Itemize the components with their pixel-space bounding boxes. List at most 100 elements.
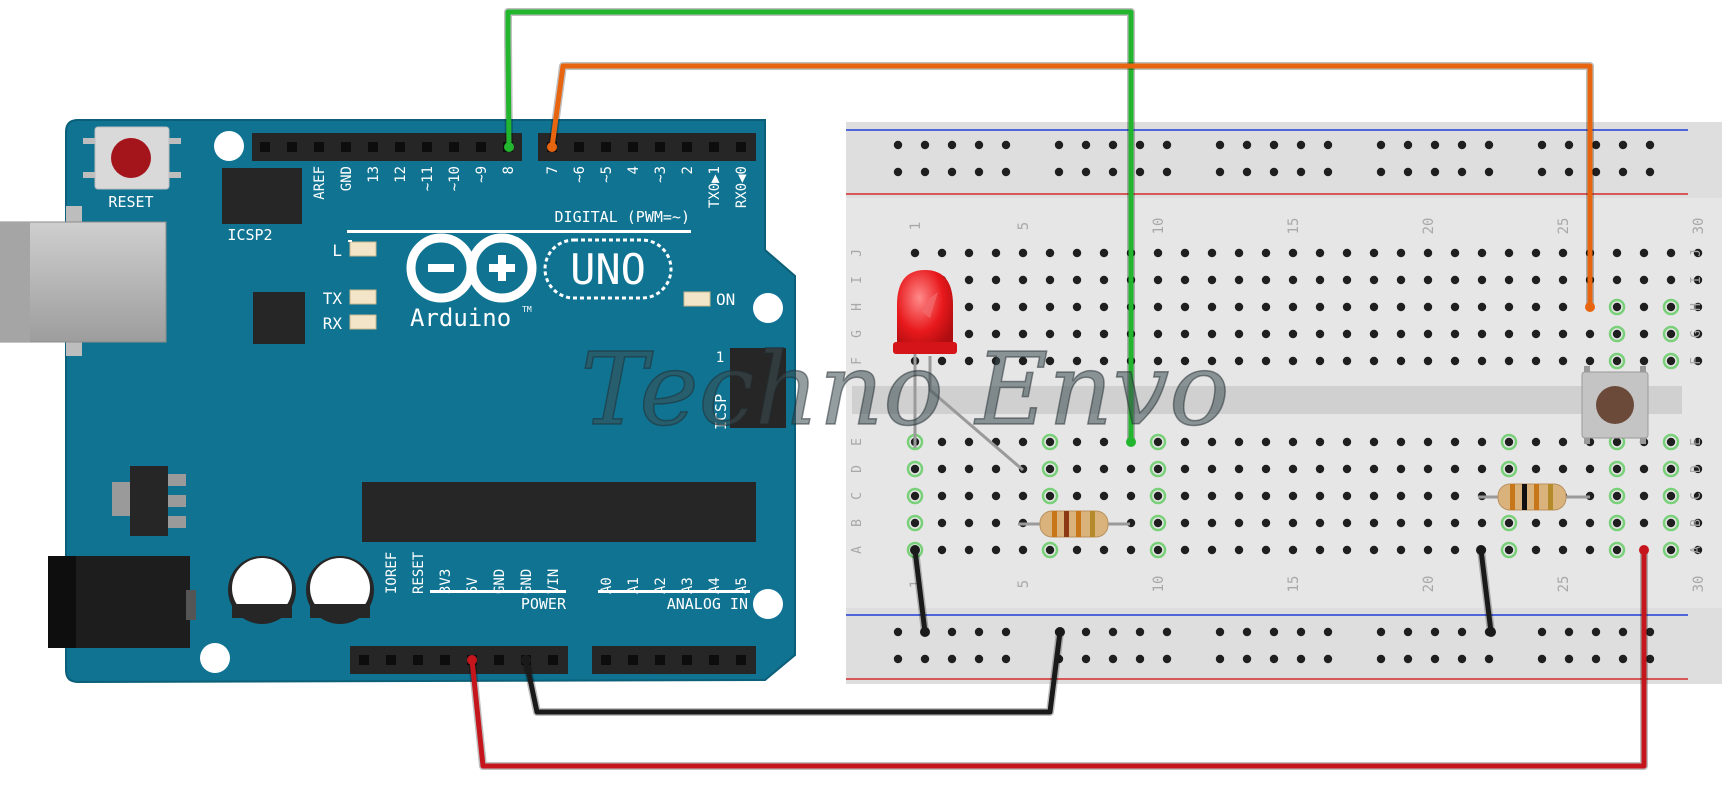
connected-hole [1149, 514, 1167, 532]
breadboard-hole [1207, 491, 1217, 501]
breadboard-hole [1558, 275, 1568, 285]
rail-hole [1618, 627, 1628, 637]
breadboard-hole [1018, 545, 1028, 555]
breadboard-hole [1234, 437, 1244, 447]
breadboard-hole [1288, 545, 1298, 555]
breadboard-hole [964, 329, 974, 339]
header-pin [422, 142, 432, 152]
breadboard-hole [1450, 302, 1460, 312]
breadboard-hole [1477, 302, 1487, 312]
breadboard-hole [1288, 356, 1298, 366]
rail-hole [1108, 654, 1118, 664]
breadboard-hole [1315, 545, 1325, 555]
breadboard-hole [1369, 248, 1379, 258]
header-pin [682, 142, 692, 152]
breadboard-hole [1126, 491, 1136, 501]
rail-hole [1564, 654, 1574, 664]
breadboard-hole [1531, 248, 1541, 258]
rail-hole [1054, 140, 1064, 150]
column-number: 30 [1691, 576, 1707, 593]
breadboard-hole [1450, 329, 1460, 339]
rail-hole [947, 167, 957, 177]
row-letter: I [850, 276, 865, 284]
analog-header [592, 646, 756, 674]
breadboard-hole [1207, 329, 1217, 339]
rail-hole [1457, 140, 1467, 150]
pushbutton[interactable] [1581, 366, 1649, 444]
digital-label: DIGITAL (PWM=~) [555, 208, 690, 226]
breadboard-hole [1666, 545, 1676, 555]
breadboard-hole [1450, 356, 1460, 366]
breadboard-hole [1693, 545, 1703, 555]
rail-hole [1618, 167, 1628, 177]
breadboard-hole [1045, 545, 1055, 555]
pin-label: A4 [707, 577, 723, 594]
breadboard-hole [1099, 491, 1109, 501]
rail-hole [1645, 627, 1655, 637]
breadboard-hole [1234, 518, 1244, 528]
breadboard-hole [1342, 248, 1352, 258]
header-pin [601, 655, 611, 665]
breadboard-hole [1072, 248, 1082, 258]
icsp-pin1-label: 1 [716, 350, 724, 366]
connected-hole [1149, 460, 1167, 478]
breadboard-hole [1666, 491, 1676, 501]
pin-8-wire-end [504, 142, 514, 152]
row-letter: E [850, 438, 865, 446]
breadboard-hole [1018, 356, 1028, 366]
row-letter: G [850, 330, 865, 338]
breadboard-hole [1693, 275, 1703, 285]
gnd-rail-wire-left [912, 547, 928, 635]
breadboard-hole [1045, 275, 1055, 285]
rail-hole [1162, 140, 1172, 150]
pin-label: AREF [312, 166, 328, 200]
breadboard-hole [1099, 302, 1109, 312]
rail-hole [1403, 140, 1413, 150]
header-pin [655, 655, 665, 665]
breadboard-hole [991, 464, 1001, 474]
digital-header-right [538, 133, 756, 161]
breadboard-hole [1423, 491, 1433, 501]
breadboard-hole [1099, 275, 1109, 285]
breadboard-hole [1153, 437, 1163, 447]
pin-label: ~5 [599, 166, 615, 183]
header-pin [368, 142, 378, 152]
rail-hole [893, 654, 903, 664]
connected-hole [906, 514, 924, 532]
breadboard-hole [910, 518, 920, 528]
breadboard-hole [1612, 329, 1622, 339]
pin-label: GND [519, 569, 535, 594]
breadboard-hole [1693, 302, 1703, 312]
breadboard-hole [991, 356, 1001, 366]
rail-hole [974, 167, 984, 177]
breadboard-hole [1180, 464, 1190, 474]
breadboard-hole [1342, 491, 1352, 501]
rail-hole [1403, 167, 1413, 177]
breadboard-hole [1288, 329, 1298, 339]
rail-hole [1269, 627, 1279, 637]
breadboard-top-rail-area [846, 122, 1722, 198]
reset-button[interactable] [83, 126, 181, 190]
rail-hole [947, 654, 957, 664]
watermark: Techno Envo [580, 331, 1229, 448]
breadboard-hole [991, 275, 1001, 285]
breadboard-hole [1396, 545, 1406, 555]
breadboard-hole [1315, 329, 1325, 339]
breadboard-hole [1099, 464, 1109, 474]
breadboard-hole [1234, 302, 1244, 312]
row-letter: H [850, 303, 865, 311]
column-number: 25 [1556, 576, 1572, 593]
mounting-hole [753, 293, 783, 323]
breadboard-hole [1558, 464, 1568, 474]
pin-label: GND [492, 569, 508, 594]
breadboard-hole [1639, 464, 1649, 474]
breadboard-hole [1180, 491, 1190, 501]
rail-hole [1591, 627, 1601, 637]
header-pin [655, 142, 665, 152]
breadboard-hole [1288, 518, 1298, 528]
digital-silk-line [347, 230, 691, 233]
header-pin [548, 655, 558, 665]
rail-hole [1564, 627, 1574, 637]
breadboard-hole [1261, 329, 1271, 339]
breadboard-hole [1315, 356, 1325, 366]
